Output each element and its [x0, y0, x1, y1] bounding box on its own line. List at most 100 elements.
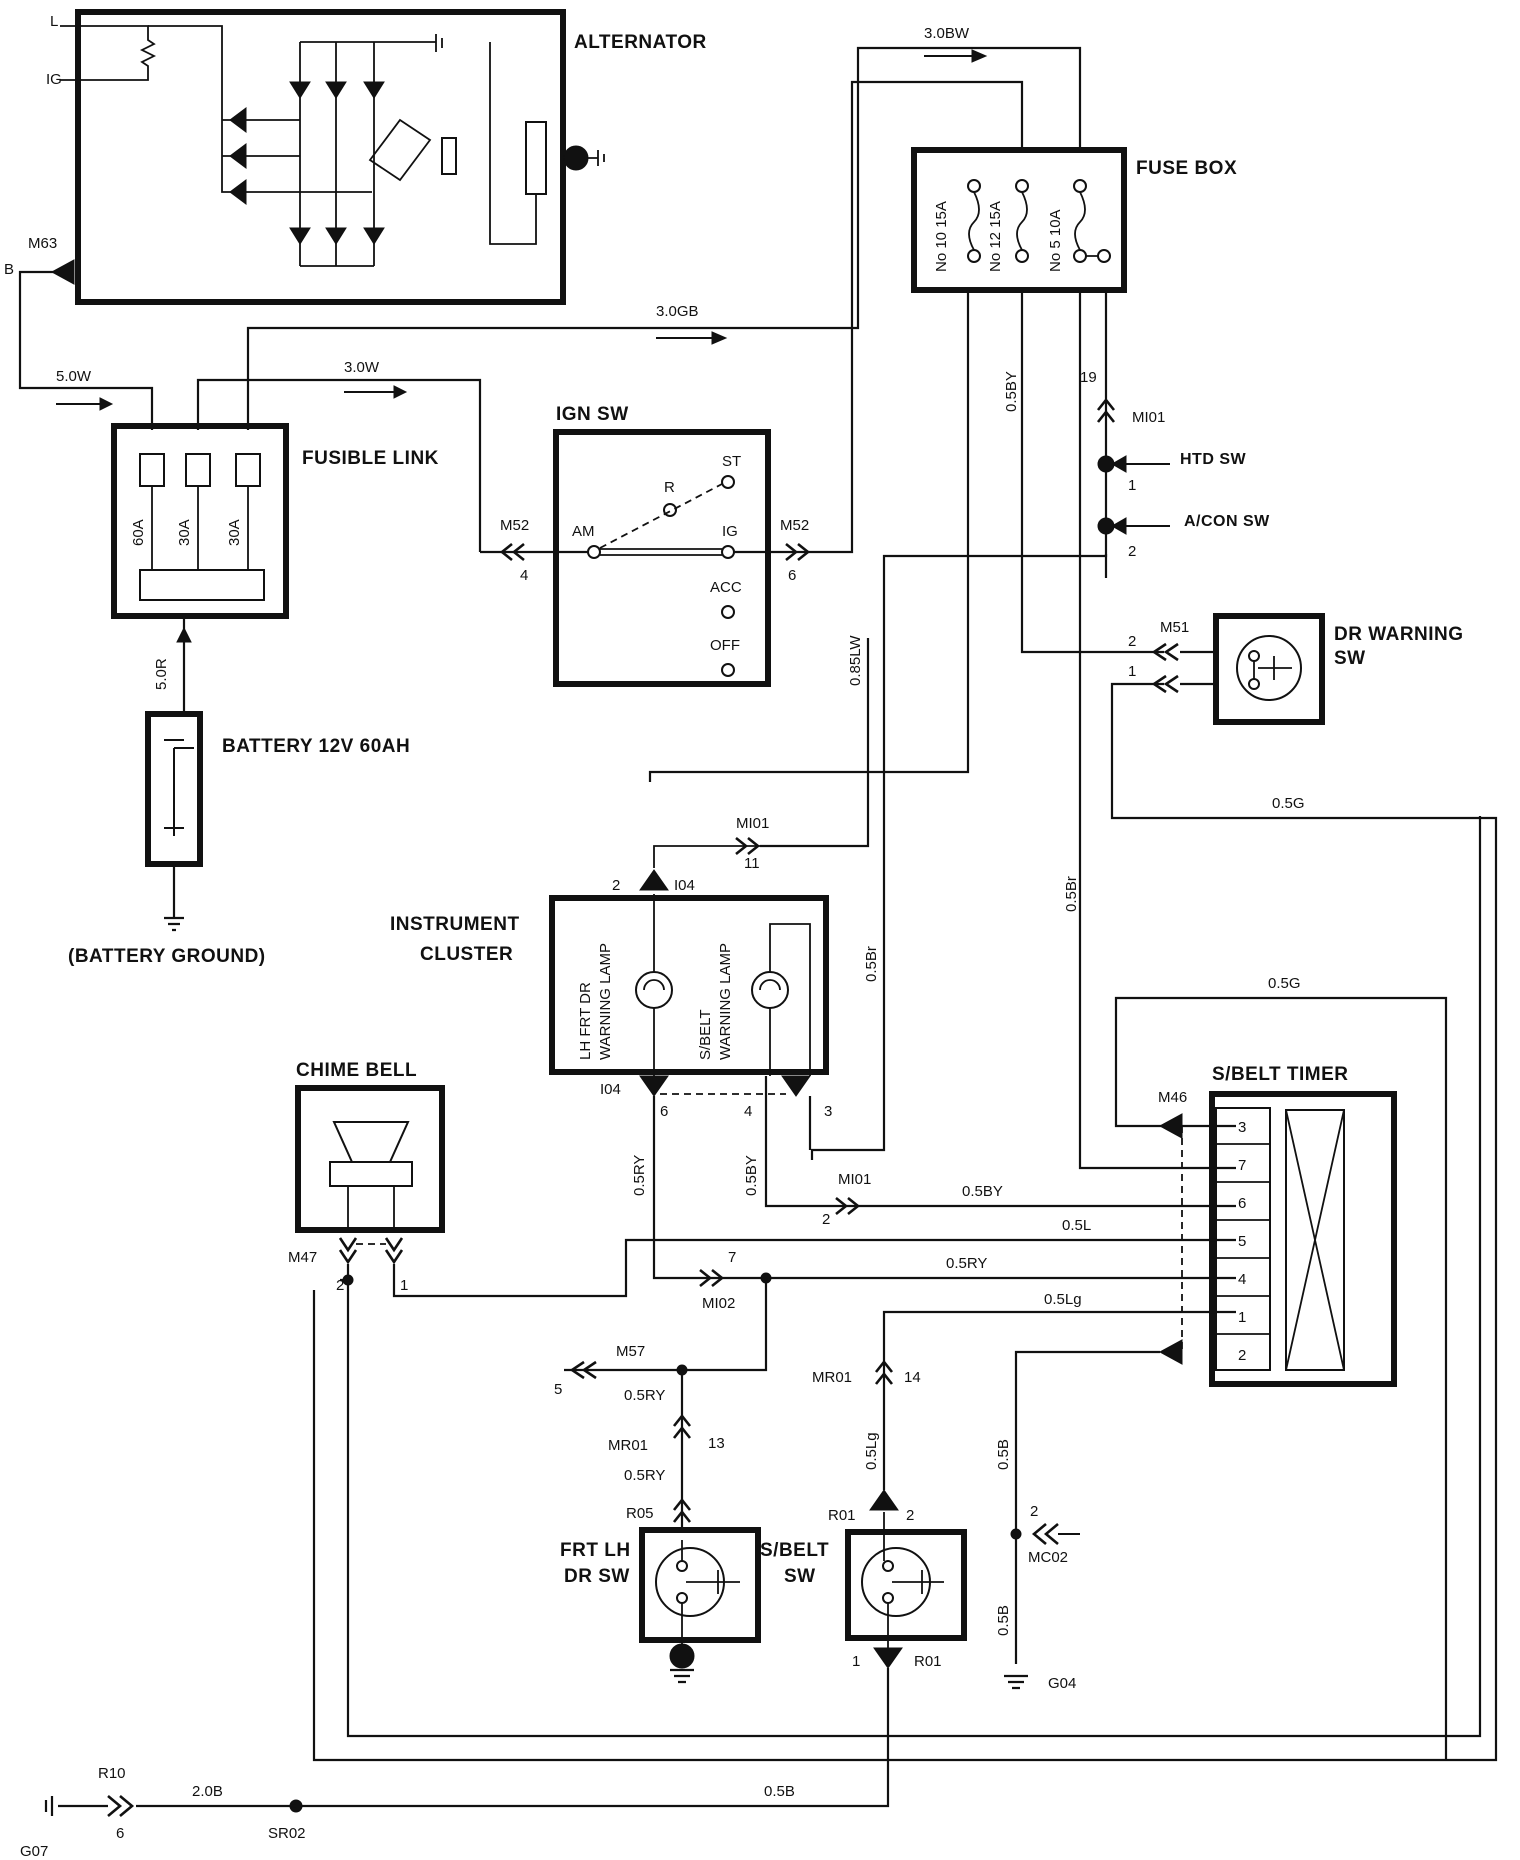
m52-left-pin: 4: [520, 567, 528, 584]
frt-lh-dr-switch: FRT LH DR SW: [560, 1527, 761, 1646]
m51: M51: [1160, 619, 1189, 636]
m63-label: M63: [28, 235, 57, 252]
frt-lh-dr-sw-label-2: DR SW: [564, 1566, 630, 1587]
mi01-low-pin: 2: [822, 1211, 830, 1228]
i04-top: I04: [674, 877, 695, 894]
timer-pin-6: 6: [1238, 1195, 1246, 1212]
chime-bell-label: CHIME BELL: [296, 1060, 417, 1081]
wire-label-0-5g-b: 0.5G: [1268, 975, 1301, 992]
m51-pin1: 1: [1128, 663, 1136, 680]
fuse-no12: No 12 15A: [987, 201, 1004, 272]
r10-pin: 6: [116, 1825, 124, 1842]
mi01-top: MI01: [1132, 409, 1165, 426]
diode-bridge: [229, 81, 385, 245]
sbelt-sw-label-2: SW: [784, 1566, 816, 1587]
mr01-a: MR01: [608, 1437, 648, 1454]
m52-left: M52: [500, 517, 529, 534]
ign-pos-acc: ACC: [710, 579, 742, 596]
wire-label-0-5g-a: 0.5G: [1272, 795, 1305, 812]
ign-pos-ig: IG: [722, 523, 738, 540]
wire-label-0-5b-b: 0.5B: [995, 1605, 1012, 1636]
battery-label: BATTERY 12V 60AH: [222, 736, 410, 757]
link-30a-2: 30A: [226, 519, 243, 546]
lamp-lhfrt-2: WARNING LAMP: [597, 943, 614, 1060]
terminal-b-label: B: [4, 261, 14, 278]
fusible-link: FUSIBLE LINK 60A 30A 30A: [111, 423, 439, 619]
m51-pin2: 2: [1128, 633, 1136, 650]
dr-warning-sw-label-1: DR WARNING: [1334, 624, 1464, 645]
mi01-top-pin: 19: [1080, 369, 1097, 386]
fuse-no10: No 10 15A: [933, 201, 950, 272]
instrument-cluster: INSTRUMENT CLUSTER LH FRT DR WARNING LAM…: [390, 894, 829, 1076]
wire-label-5-0w: 5.0W: [56, 368, 92, 385]
battery: BATTERY 12V 60AH (BATTERY GROUND): [68, 711, 410, 967]
mi02: MI02: [702, 1295, 735, 1312]
m47-pin1: 1: [400, 1277, 408, 1294]
mc02: MC02: [1028, 1549, 1068, 1566]
terminal-l-label: L: [50, 13, 58, 30]
r01-bottom: R01: [914, 1653, 942, 1670]
wire-label-0-5br-a: 0.5Br: [863, 946, 880, 982]
fusible-link-label: FUSIBLE LINK: [302, 448, 439, 469]
wire-label-0-5by-h: 0.5BY: [962, 1183, 1003, 1200]
timer-pin-1: 1: [1238, 1309, 1246, 1326]
wire-label-0-5br-b: 0.5Br: [1063, 876, 1080, 912]
sbelt-sw-label-1: S/BELT: [760, 1540, 829, 1561]
m52-right-pin: 6: [788, 567, 796, 584]
htd-pin: 1: [1128, 477, 1136, 494]
frt-lh-dr-sw-label-1: FRT LH: [560, 1540, 631, 1561]
fuse-no5: No 5 10A: [1047, 209, 1064, 272]
chime-bell: CHIME BELL: [295, 1060, 445, 1233]
i04-bottom: I04: [600, 1081, 621, 1098]
instrument-label-1: INSTRUMENT: [390, 914, 520, 935]
lamp-sbelt-1: S/BELT: [697, 1009, 714, 1060]
m47: M47: [288, 1249, 317, 1266]
wire-label-3-0w: 3.0W: [344, 359, 380, 376]
mi01-low: MI01: [838, 1171, 871, 1188]
mi02-pin: 7: [728, 1249, 736, 1266]
r01-bottom-pin: 1: [852, 1653, 860, 1670]
wire-label-0-5l: 0.5L: [1062, 1217, 1091, 1234]
mi01-mid-pin: 11: [744, 855, 760, 872]
ignition-switch: IGN SW ST R AM IG ACC OFF: [553, 404, 771, 687]
htd-sw-label: HTD SW: [1180, 451, 1247, 468]
terminal-ig-label: IG: [46, 71, 62, 88]
wire-label-2-0b: 2.0B: [192, 1783, 223, 1800]
sbelt-switch: S/BELT SW: [760, 1512, 967, 1650]
timer-pin-3: 3: [1238, 1119, 1246, 1136]
i04-pin4: 4: [744, 1103, 752, 1120]
wire-label-0-5by-fuse: 0.5BY: [1003, 371, 1020, 412]
wire-label-0-5by-v: 0.5BY: [743, 1155, 760, 1196]
acon-sw-label: A/CON SW: [1184, 513, 1270, 530]
ign-sw-label: IGN SW: [556, 404, 629, 425]
i04-pin6: 6: [660, 1103, 668, 1120]
ign-pos-r: R: [664, 479, 675, 496]
r01-top-pin: 2: [906, 1507, 914, 1524]
m57-pin: 5: [554, 1381, 562, 1398]
timer-pin-4: 4: [1238, 1271, 1246, 1288]
battery-ground-label: (BATTERY GROUND): [68, 946, 266, 967]
wire-label-0-5b-bottom: 0.5B: [764, 1783, 795, 1800]
wire-label-5-0r: 5.0R: [153, 658, 170, 690]
sbelt-timer-label: S/BELT TIMER: [1212, 1064, 1349, 1085]
m47-pin2: 2: [336, 1277, 344, 1294]
timer-pin-5: 5: [1238, 1233, 1246, 1250]
ign-pos-off: OFF: [710, 637, 740, 654]
ign-pos-st: ST: [722, 453, 741, 470]
lamp-lhfrt-1: LH FRT DR: [577, 982, 594, 1060]
link-60a: 60A: [130, 519, 147, 546]
m46: M46: [1158, 1089, 1187, 1106]
alternator-label: ALTERNATOR: [574, 32, 707, 53]
mr01-b-pin: 14: [904, 1369, 921, 1386]
mr01-a-pin: 13: [708, 1435, 725, 1452]
sr02: SR02: [268, 1825, 306, 1842]
sbelt-timer: S/BELT TIMER 3 7 6 5 4 1 2: [1209, 1064, 1397, 1387]
r10: R10: [98, 1765, 126, 1782]
wire-label-0-5ry-b: 0.5RY: [624, 1467, 665, 1484]
wire-label-0-5lg-h: 0.5Lg: [1044, 1291, 1082, 1308]
m57: M57: [616, 1343, 645, 1360]
wire-label-0-5ry-h: 0.5RY: [946, 1255, 987, 1272]
wire-label-0-5ry-a: 0.5RY: [624, 1387, 665, 1404]
timer-pin-2: 2: [1238, 1347, 1246, 1364]
